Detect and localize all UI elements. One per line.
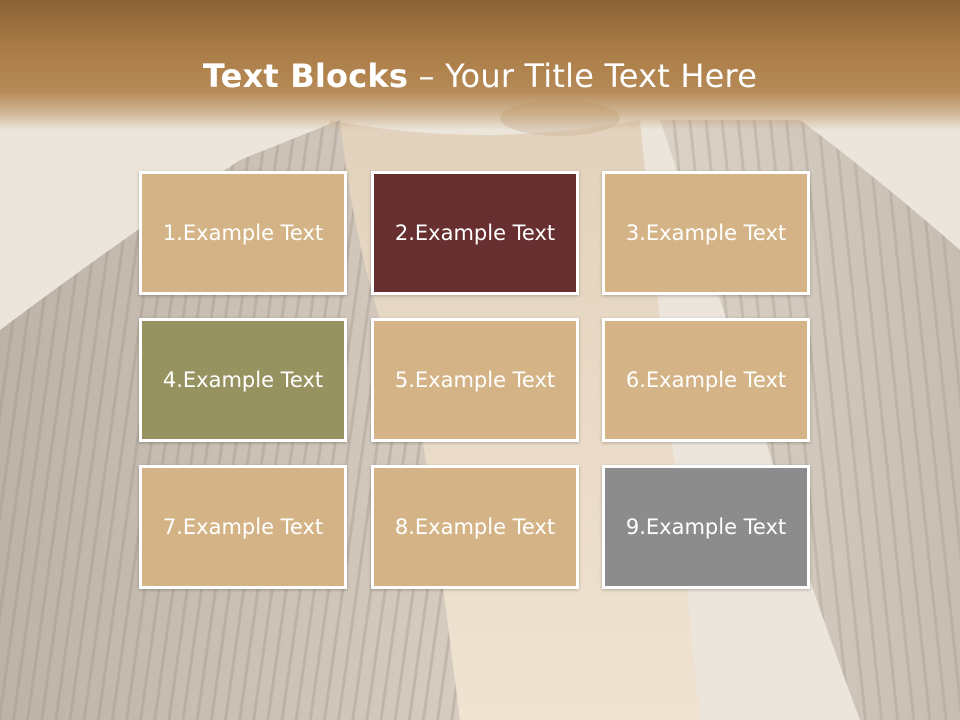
text-block-8[interactable]: 8.Example Text (371, 465, 579, 589)
header-band (0, 0, 960, 130)
title-bold: Text Blocks (202, 57, 409, 95)
slide-title: Text Blocks – Your Title Text Here (0, 52, 960, 100)
text-block-2[interactable]: 2.Example Text (371, 171, 579, 295)
title-dash: – (408, 57, 446, 95)
text-block-7[interactable]: 7.Example Text (139, 465, 347, 589)
text-block-9[interactable]: 9.Example Text (602, 465, 810, 589)
text-block-3[interactable]: 3.Example Text (602, 171, 810, 295)
text-block-5[interactable]: 5.Example Text (371, 318, 579, 442)
text-block-4[interactable]: 4.Example Text (139, 318, 347, 442)
text-block-6[interactable]: 6.Example Text (602, 318, 810, 442)
text-block-1[interactable]: 1.Example Text (139, 171, 347, 295)
title-rest: Your Title Text Here (445, 57, 758, 95)
